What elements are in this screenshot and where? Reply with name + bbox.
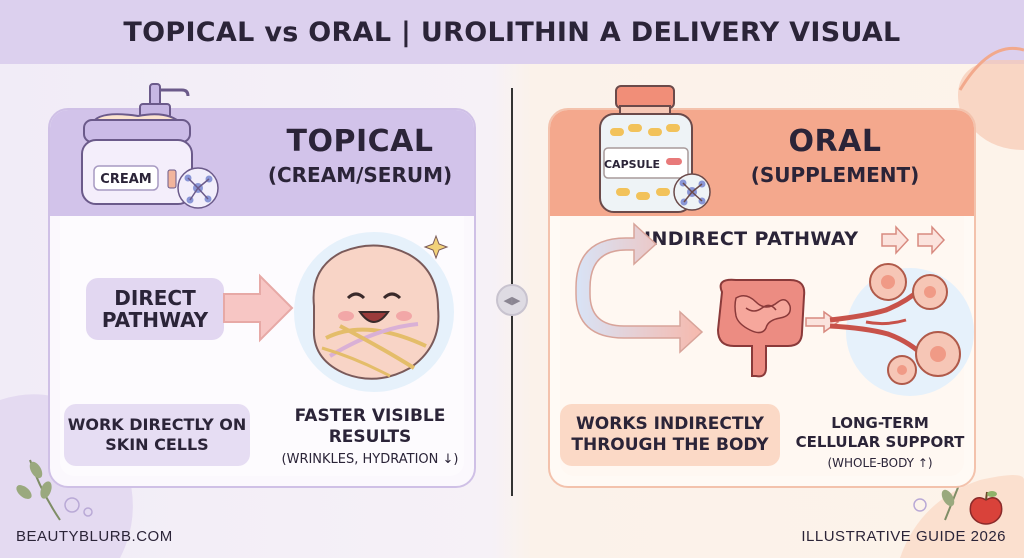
cream-jar-icon: CREAM xyxy=(81,83,219,209)
indirect-pathway-label: INDIRECT PATHWAY xyxy=(644,228,859,250)
footer-source: BEAUTYBLURB.COM xyxy=(16,528,173,545)
footer-guide: ILLUSTRATIVE GUIDE 2026 xyxy=(801,528,1006,545)
capsule-bottle-icon: CAPSULE xyxy=(599,85,711,213)
direct-arrow-icon xyxy=(223,273,294,343)
oral-heading-block: ORAL (SUPPLEMENT) xyxy=(720,124,950,187)
body-cells-icon xyxy=(829,263,974,396)
topical-heading-block: TOPICAL (CREAM/SERUM) xyxy=(230,124,490,187)
oral-subheading: (SUPPLEMENT) xyxy=(750,163,920,187)
capsule-bottle-label: CAPSULE xyxy=(604,158,660,171)
apple-icon xyxy=(969,491,1003,525)
indirect-arrow-icon xyxy=(575,222,946,354)
intestine-icon xyxy=(716,278,806,378)
compare-toggle-icon: ◀▶ xyxy=(496,284,528,316)
skin-cell-icon xyxy=(294,232,454,392)
topical-result-title: FASTER VISIBLE RESULTS xyxy=(294,406,446,447)
oral-result: LONG-TERM CELLULAR SUPPORT (WHOLE-BODY ↑… xyxy=(790,414,970,470)
indirect-mechanism-label: WORKS INDIRECTLY THROUGH THE BODY xyxy=(560,404,780,466)
oral-result-title: LONG-TERM CELLULAR SUPPORT xyxy=(795,414,965,451)
topical-result: FASTER VISIBLE RESULTS (WRINKLES, HYDRAT… xyxy=(270,406,470,467)
cream-jar-label: CREAM xyxy=(100,172,151,187)
topical-subheading: (CREAM/SERUM) xyxy=(267,163,453,187)
topical-heading: TOPICAL xyxy=(286,124,434,159)
direct-pathway-label: DIRECT PATHWAY xyxy=(86,278,224,340)
oral-result-note: (WHOLE-BODY ↑) xyxy=(827,456,933,470)
oral-heading: ORAL xyxy=(788,124,882,159)
direct-mechanism-label: WORK DIRECTLY ON SKIN CELLS xyxy=(64,404,250,466)
page-title: TOPICAL vs ORAL | UROLITHIN A DELIVERY V… xyxy=(123,16,901,48)
title-bar: TOPICAL vs ORAL | UROLITHIN A DELIVERY V… xyxy=(0,0,1024,64)
topical-result-note: (WRINKLES, HYDRATION ↓) xyxy=(281,452,459,467)
